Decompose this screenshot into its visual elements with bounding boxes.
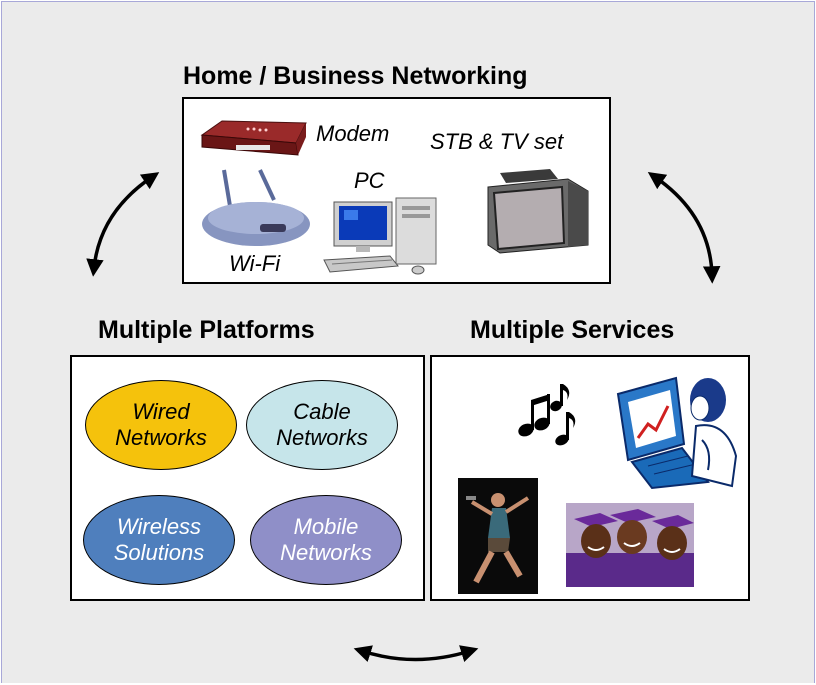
pc-icon — [323, 197, 437, 275]
platform-mobile-networks: Mobile Networks — [250, 495, 402, 585]
game-character-icon — [458, 478, 538, 594]
music-notes-icon — [518, 384, 576, 446]
platform-mobile-networks-label: Mobile Networks — [280, 514, 372, 565]
multiple-services-title: Multiple Services — [470, 316, 675, 344]
platform-wired-networks-label: Wired Networks — [115, 399, 207, 450]
pc-label: PC — [354, 168, 385, 193]
double-arrow-icon — [353, 645, 479, 663]
stb-tv-label: STB & TV set — [430, 129, 564, 154]
platform-cable-networks-label: Cable Networks — [276, 399, 368, 450]
tv-set-icon — [487, 169, 589, 254]
modem-icon — [200, 120, 307, 156]
platform-wired-networks: Wired Networks — [85, 380, 237, 470]
graduates-photo-icon — [566, 503, 694, 587]
computer-user-icon — [616, 376, 738, 490]
double-arrow-icon — [647, 172, 721, 284]
wifi-label: Wi-Fi — [229, 251, 281, 276]
wifi-router-icon — [202, 169, 310, 246]
double-arrow-icon — [86, 172, 160, 277]
platform-cable-networks: Cable Networks — [246, 380, 398, 470]
multiple-platforms-title: Multiple Platforms — [98, 316, 315, 344]
modem-label: Modem — [316, 121, 390, 146]
platform-wireless-solutions: Wireless Solutions — [83, 495, 235, 585]
home-business-networking-title: Home / Business Networking — [183, 62, 528, 90]
platform-wireless-solutions-label: Wireless Solutions — [113, 514, 205, 565]
